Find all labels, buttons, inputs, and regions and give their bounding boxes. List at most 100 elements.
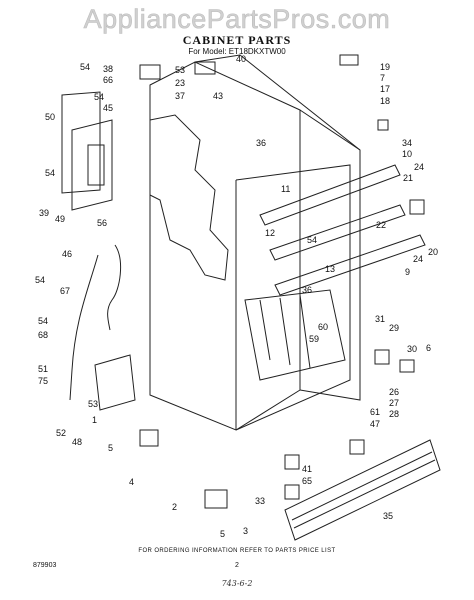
rail-9 — [274, 234, 426, 296]
callout: 50 — [45, 112, 55, 122]
callout: 68 — [38, 330, 48, 340]
callout: 5 — [108, 443, 113, 453]
part-38 — [139, 64, 161, 80]
callout: 59 — [309, 334, 319, 344]
callout: 41 — [302, 464, 312, 474]
callout: 20 — [428, 247, 438, 257]
callout: 54 — [38, 316, 48, 326]
callout: 21 — [403, 173, 413, 183]
part-34 — [377, 119, 389, 131]
callout: 75 — [38, 376, 48, 386]
part-4 — [139, 429, 159, 447]
callout: 47 — [370, 419, 380, 429]
part-33 — [284, 484, 300, 500]
callout: 54 — [307, 235, 317, 245]
callout: 43 — [213, 91, 223, 101]
toe-grille — [284, 439, 441, 541]
callout: 53 — [175, 65, 185, 75]
handwritten-note: 743-6-2 — [221, 579, 253, 588]
callout: 26 — [389, 387, 399, 397]
document-code: 879903 — [33, 562, 57, 569]
part-19 — [339, 54, 359, 66]
callout: 39 — [39, 208, 49, 218]
callout: 66 — [103, 75, 113, 85]
callout: 22 — [376, 220, 386, 230]
callout: 29 — [389, 323, 399, 333]
callout: 23 — [175, 78, 185, 88]
callout: 4 — [129, 477, 134, 487]
part-26 — [399, 359, 415, 373]
callout: 65 — [302, 476, 312, 486]
part-47 — [349, 439, 365, 455]
callout: 61 — [370, 407, 380, 417]
callout: 11 — [281, 184, 290, 194]
panel-slot — [87, 144, 105, 186]
cabinet-interior — [235, 164, 351, 431]
wire-harness — [107, 244, 122, 331]
callout: 12 — [265, 228, 275, 238]
cabinet-back-cutaway — [149, 114, 229, 281]
page-title: CABINET PARTS — [182, 33, 292, 47]
callout: 67 — [60, 286, 70, 296]
callout: 36 — [256, 138, 266, 148]
callout: 28 — [389, 409, 399, 419]
callout: 27 — [389, 398, 399, 408]
control-box — [94, 354, 136, 411]
callout: 19 — [380, 62, 390, 72]
callout: 51 — [38, 364, 48, 374]
callout: 7 — [380, 73, 385, 83]
callout: 35 — [383, 511, 393, 521]
callout: 30 — [407, 344, 417, 354]
callout: 56 — [97, 218, 107, 228]
callout: 37 — [175, 91, 185, 101]
rail-13 — [269, 204, 406, 261]
callout: 24 — [414, 162, 424, 172]
drain-tube — [69, 254, 99, 401]
callout: 5 — [220, 529, 225, 539]
rail-10 — [259, 164, 401, 226]
callout: 36 — [302, 285, 312, 295]
callout: 9 — [405, 267, 410, 277]
part-31 — [374, 349, 390, 365]
callout: 13 — [325, 264, 335, 274]
callout: 38 — [103, 64, 113, 74]
watermark: AppliancePartsPros.com — [83, 4, 391, 35]
callout: 40 — [236, 54, 246, 64]
callout: 33 — [255, 496, 265, 506]
ordering-note: FOR ORDERING INFORMATION REFER TO PARTS … — [138, 548, 336, 554]
callout: 54 — [94, 92, 104, 102]
callout: 2 — [172, 502, 177, 512]
callout: 54 — [35, 275, 45, 285]
callout: 60 — [318, 322, 328, 332]
callout: 10 — [402, 149, 412, 159]
callout: 54 — [80, 62, 90, 72]
callout: 46 — [62, 249, 72, 259]
callout: 34 — [402, 138, 412, 148]
cabinet-right-side — [299, 109, 361, 401]
callout: 49 — [55, 214, 65, 224]
callout: 53 — [88, 399, 98, 409]
callout: 3 — [243, 526, 248, 536]
part-65 — [284, 454, 300, 470]
wall-panel-50 — [61, 91, 101, 194]
cabinet-top — [194, 54, 361, 151]
callout: 18 — [380, 96, 390, 106]
callout: 54 — [45, 168, 55, 178]
crisper-area — [244, 289, 346, 381]
callout: 31 — [375, 314, 385, 324]
callout: 48 — [72, 437, 82, 447]
callout: 24 — [413, 254, 423, 264]
part-21 — [409, 199, 425, 215]
callout: 1 — [92, 415, 97, 425]
part-2 — [204, 489, 228, 509]
part-53 — [194, 61, 216, 75]
model-label: For Model: ET18DKXTW00 — [188, 47, 286, 56]
panel-49 — [71, 119, 113, 211]
callout: 45 — [103, 103, 113, 113]
callout: 17 — [380, 84, 390, 94]
page-number: 2 — [235, 562, 239, 569]
callout: 6 — [426, 343, 431, 353]
callout: 52 — [56, 428, 66, 438]
